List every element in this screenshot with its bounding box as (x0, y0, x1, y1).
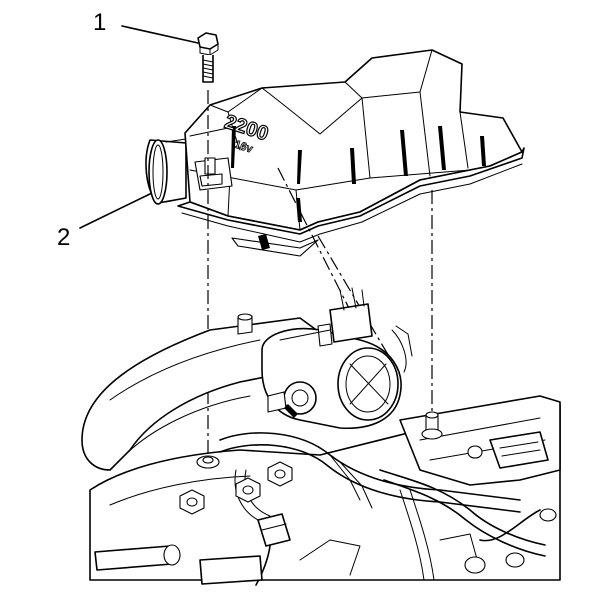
air-cleaner-resonator: 2200 16v (145, 49, 525, 257)
manifold-bolt (267, 461, 293, 487)
bolt (197, 32, 219, 83)
callout-2: 2 (57, 192, 153, 251)
throttle-body (261, 287, 413, 430)
leader-line-1 (121, 25, 199, 44)
callout-label-2: 2 (57, 224, 70, 251)
manifold-bolt (179, 489, 205, 515)
callout-label-1: 1 (93, 9, 106, 36)
lower-hardware (94, 461, 525, 586)
callout-1: 1 (93, 9, 199, 44)
leader-line-2 (79, 192, 153, 229)
manifold-bolt (235, 477, 261, 503)
wiring-harness (219, 432, 557, 581)
